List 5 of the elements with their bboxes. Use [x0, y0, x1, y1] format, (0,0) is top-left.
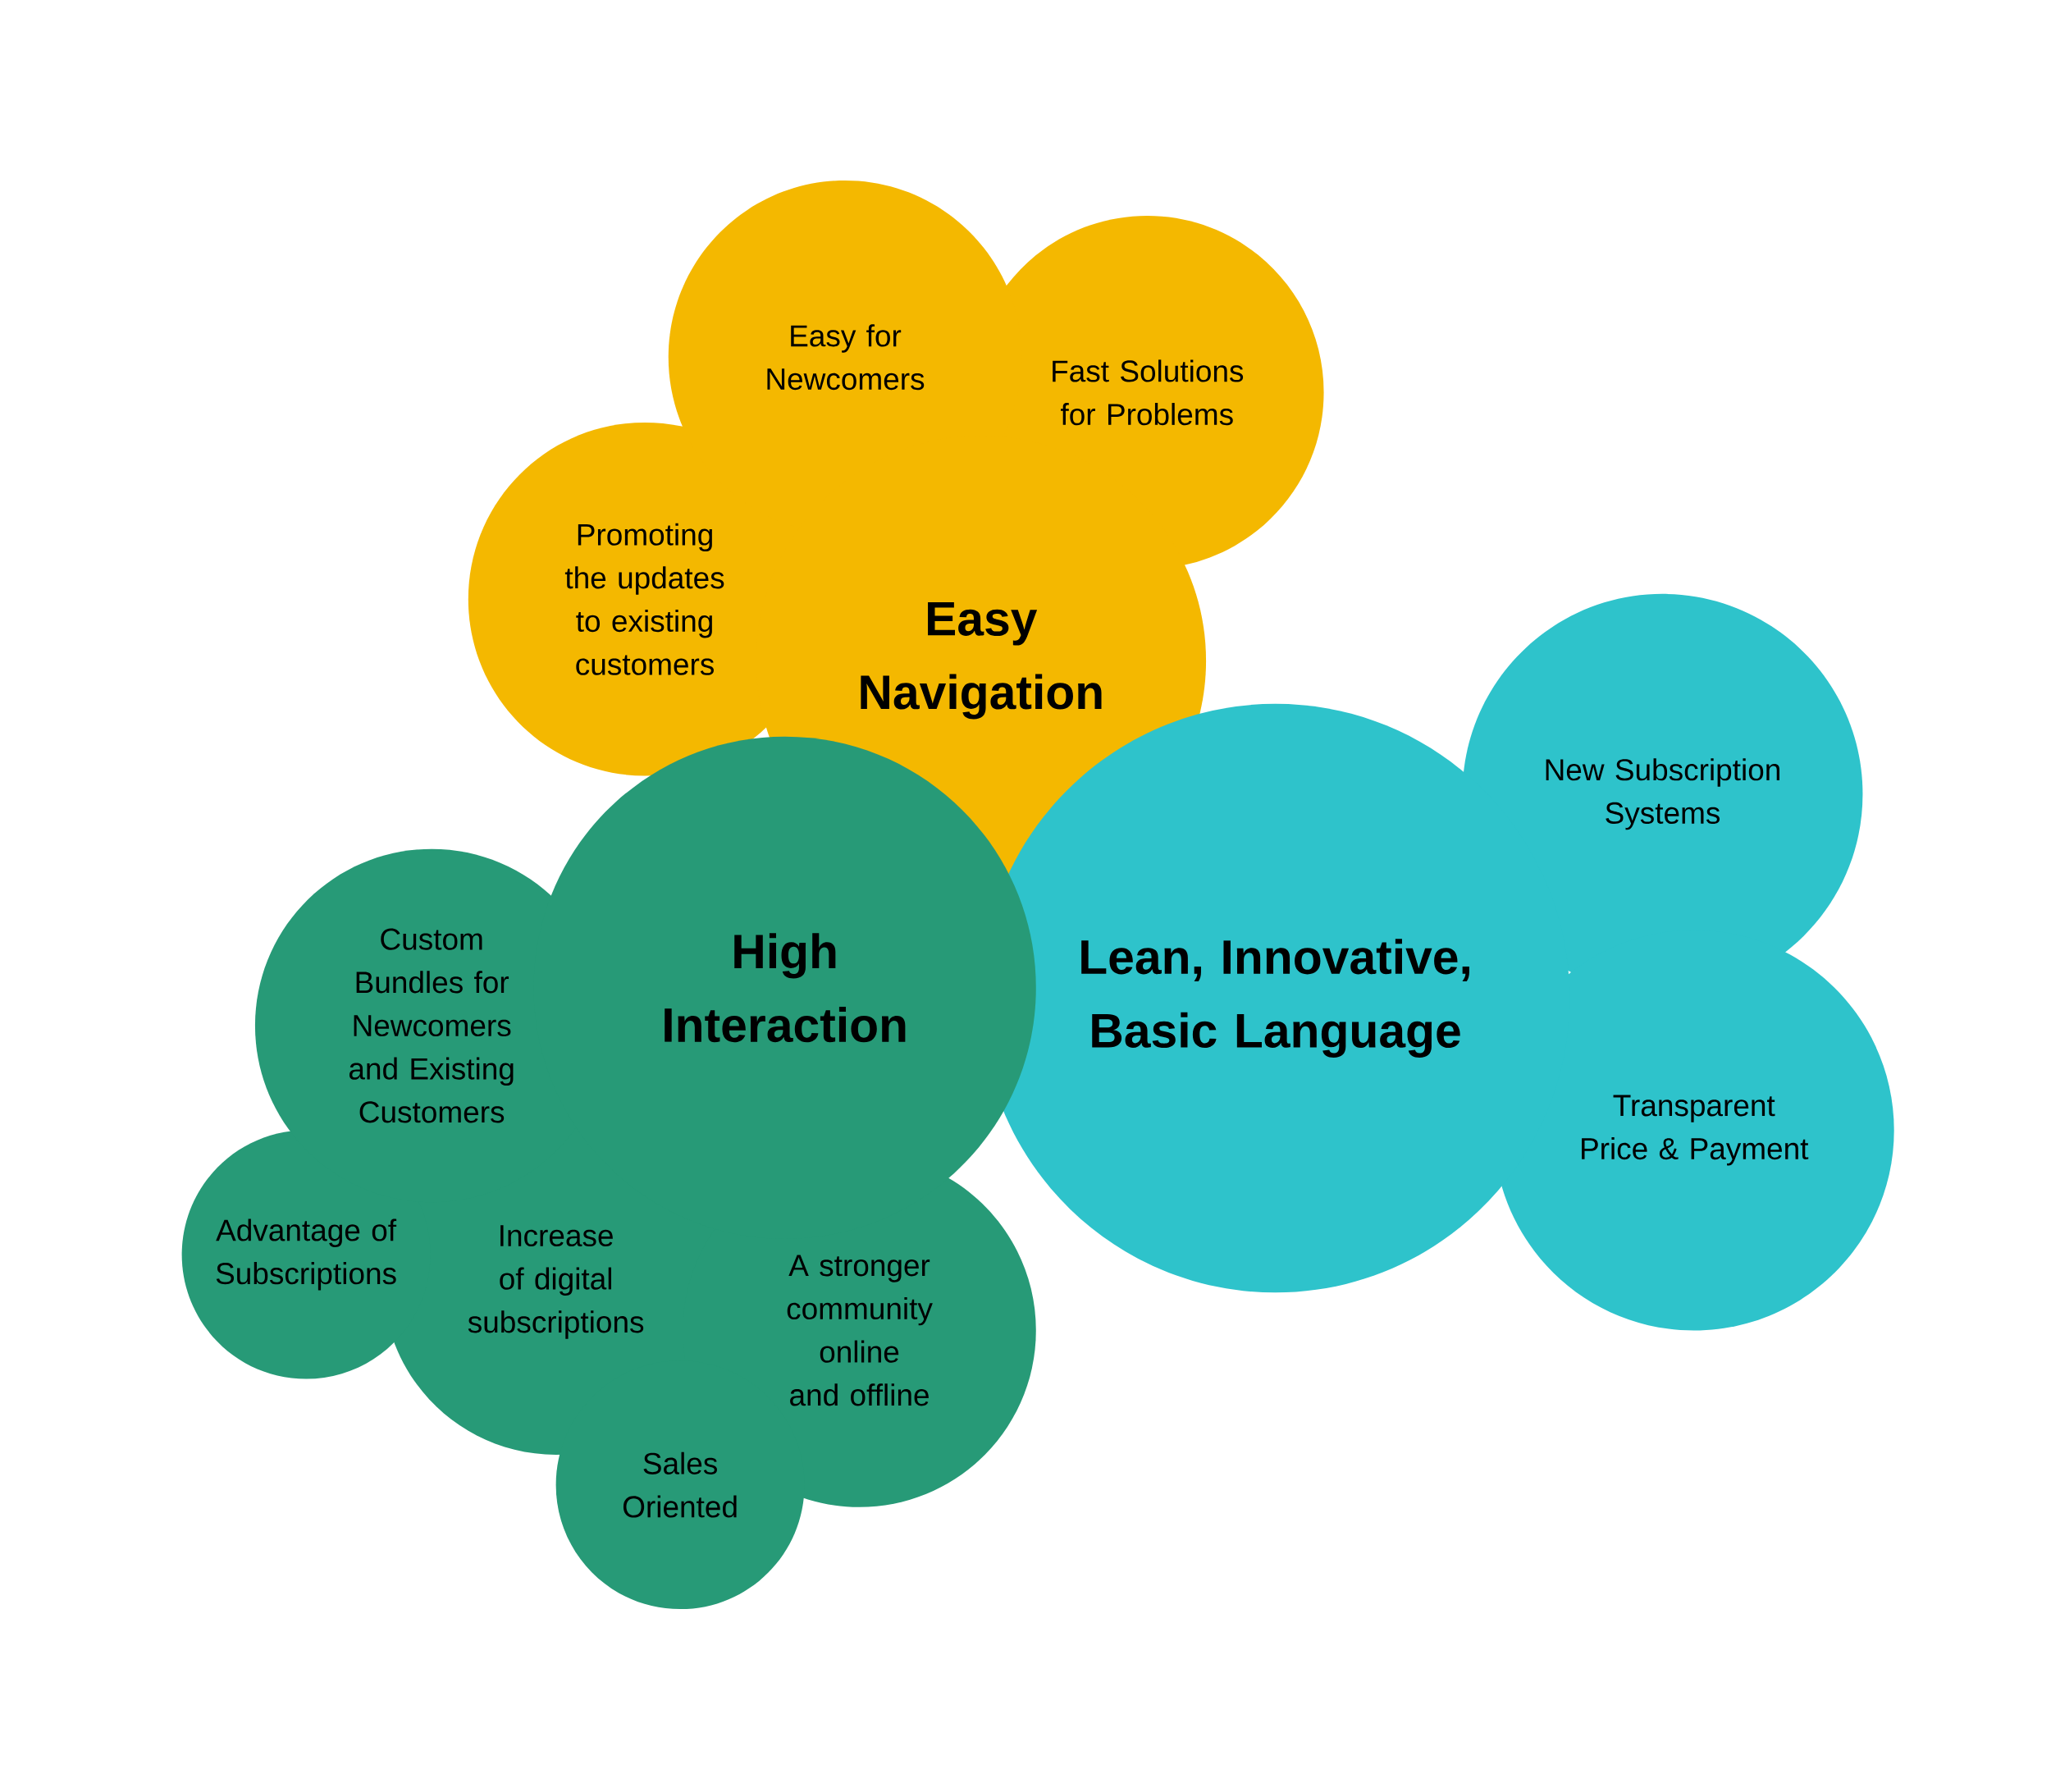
node-label: Easy for Newcomers — [767, 324, 925, 390]
node-label: High Interaction — [665, 933, 906, 1043]
node-label: Fast Solutions for Problems — [1053, 359, 1244, 426]
bubble: Transparent Price & Payment — [1493, 930, 1894, 1331]
node-label: Transparent Price & Payment — [1582, 1095, 1809, 1166]
